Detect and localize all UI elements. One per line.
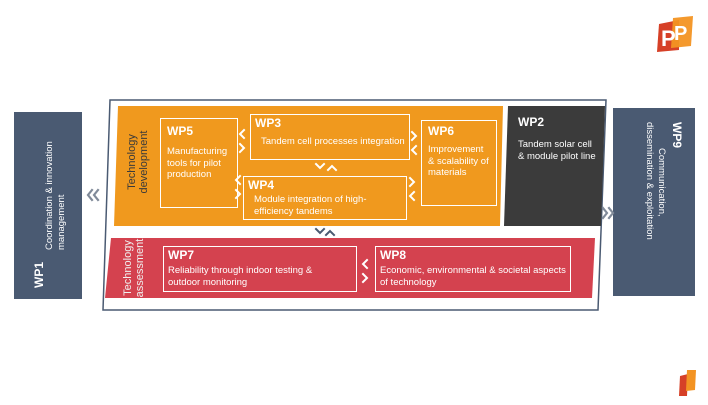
svg-text:P: P — [661, 26, 676, 51]
wp7-id: WP7 — [168, 248, 195, 262]
wp9-id: WP9 — [670, 122, 684, 149]
wp3-text: Tandem cell processes integration — [261, 136, 405, 147]
wp5-id: WP5 — [167, 124, 194, 138]
wp3-box[interactable]: WP3 Tandem cell processes integration — [250, 114, 410, 160]
wp4-id: WP4 — [248, 178, 275, 192]
wp8-box[interactable]: WP8 Economic, environmental & societal a… — [375, 246, 571, 292]
development-label: Technology development — [122, 112, 162, 220]
wp6-text: Improvement & scalability of materials — [428, 144, 489, 178]
wp2-text: Tandem solar cell & module pilot line — [518, 139, 596, 162]
chevron-right-icon — [408, 176, 416, 202]
wp2-box[interactable]: WP2 Tandem solar cell & module pilot lin… — [512, 112, 598, 212]
chevron-left-icon — [238, 128, 246, 154]
chevron-left-icon — [361, 258, 369, 284]
development-label-2: development — [138, 130, 150, 194]
wp9-title: Communication, — [656, 148, 667, 217]
wp5-box[interactable]: WP5 Manufacturing tools for pilot produc… — [160, 118, 238, 208]
wp7-box[interactable]: WP7 Reliability through indoor testing &… — [163, 246, 357, 292]
assessment-label: Technology assessment — [112, 239, 152, 298]
wp8-text: Economic, environmental & societal aspec… — [380, 265, 566, 288]
assessment-label-1: Technology — [122, 240, 134, 296]
wp9-panel[interactable]: WP9 Communication, dissemination & explo… — [613, 108, 695, 296]
wp1-id: WP1 — [32, 261, 46, 288]
chevron-down-icon — [314, 162, 326, 170]
wp1-title: Coordination & innovation — [44, 141, 55, 250]
wp4-box[interactable]: WP4 Module integration of high-efficienc… — [243, 176, 407, 220]
corner-mark-icon — [679, 370, 696, 396]
wp6-box[interactable]: WP6 Improvement & scalability of materia… — [421, 120, 497, 206]
chevron-up-icon — [324, 229, 336, 237]
chevron-left-icon — [86, 188, 100, 202]
wp5-text: Manufacturing tools for pilot production — [167, 146, 228, 180]
svg-text:P: P — [674, 23, 687, 45]
wp1-title-2: management — [55, 194, 67, 250]
assessment-label-2: assessment — [134, 238, 146, 298]
wp9-title-2: dissemination & exploitation — [644, 122, 656, 240]
wp6-id: WP6 — [428, 124, 455, 138]
wp2-id: WP2 — [518, 115, 545, 129]
pp-logo-icon: P P — [657, 16, 693, 52]
wp4-text: Module integration of high-efficiency ta… — [254, 194, 367, 217]
wp8-id: WP8 — [380, 248, 407, 262]
wp3-id: WP3 — [255, 116, 282, 130]
chevron-right-icon — [410, 130, 418, 156]
wp1-panel[interactable]: WP1 Coordination & innovation management — [14, 112, 82, 299]
chevron-down-icon — [314, 227, 326, 235]
wp7-text: Reliability through indoor testing & out… — [168, 265, 313, 288]
development-label-1: Technology — [126, 134, 138, 190]
chevron-up-icon — [326, 164, 338, 172]
chevron-right-icon — [601, 206, 615, 220]
